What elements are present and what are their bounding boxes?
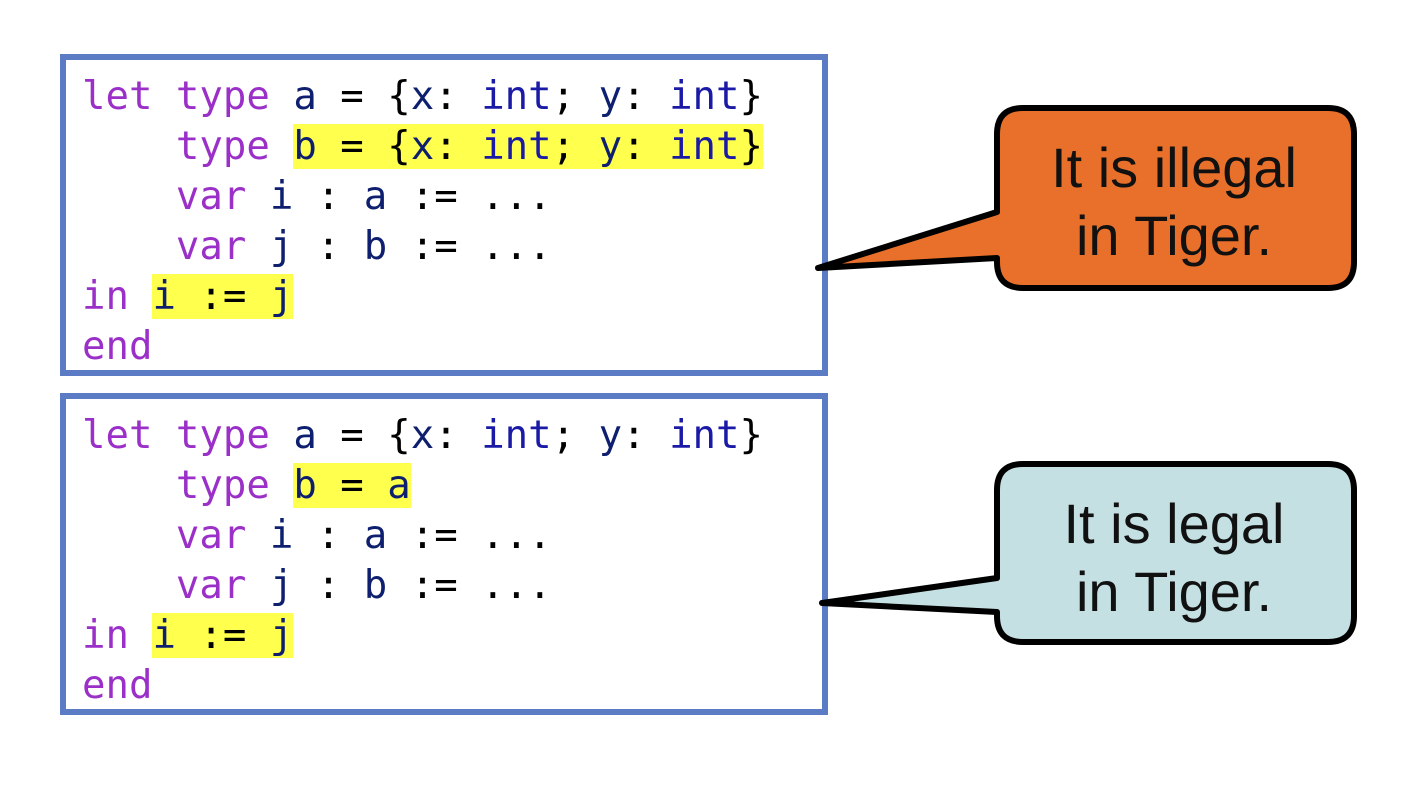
highlighted-token: } [739, 124, 763, 169]
callout-line-1: It is legal [1063, 492, 1285, 555]
code-token: type [175, 124, 294, 169]
code-line: in i := j [82, 272, 763, 322]
highlighted-token: int [669, 124, 740, 169]
code-token: : [293, 513, 364, 558]
code-token: type [175, 463, 294, 508]
code-token: i [269, 174, 294, 219]
code-line: var i : a := ... [82, 511, 763, 561]
code-token: int [669, 413, 740, 458]
code-token: b [363, 563, 388, 608]
code-token: j [269, 224, 294, 269]
code-token: i [269, 513, 294, 558]
highlighted-token: a [387, 463, 411, 508]
code-token: end [82, 663, 153, 708]
code-token: j [269, 563, 294, 608]
code-token: var [175, 563, 270, 608]
highlighted-token: x [410, 124, 435, 169]
code-token: := ... [387, 224, 552, 269]
code-token: int [481, 413, 552, 458]
highlighted-token: int [481, 124, 552, 169]
highlighted-token: b [293, 463, 317, 508]
code-box-legal: let type a = {x: int; y: int} type b = a… [60, 393, 828, 715]
code-token: type [175, 413, 294, 458]
callout-line-2: in Tiger. [1075, 204, 1273, 267]
code-token: } [739, 413, 763, 458]
code-line: end [82, 661, 763, 711]
code-token: = { [316, 74, 411, 119]
code-token [82, 513, 176, 558]
code-token: : [293, 174, 364, 219]
code-token: int [481, 74, 552, 119]
highlighted-token: j [269, 274, 294, 319]
code-snippet-illegal: let type a = {x: int; y: int} type b = {… [82, 72, 763, 372]
code-token: b [363, 224, 388, 269]
code-token: a [363, 513, 388, 558]
highlighted-token: b [293, 124, 317, 169]
code-token: : [622, 74, 670, 119]
code-token: a [293, 74, 317, 119]
highlighted-token: = [316, 463, 388, 508]
code-token: y [598, 74, 623, 119]
highlighted-token: : [622, 124, 670, 169]
code-token [82, 224, 176, 269]
code-line: type b = a [82, 461, 763, 511]
highlighted-token: i [152, 274, 176, 319]
highlighted-token: := [175, 274, 270, 319]
code-token: x [410, 413, 435, 458]
code-line: in i := j [82, 611, 763, 661]
highlighted-token: y [598, 124, 623, 169]
code-token: } [739, 74, 763, 119]
code-line: let type a = {x: int; y: int} [82, 72, 763, 122]
code-line: end [82, 322, 763, 372]
code-token: type [175, 74, 294, 119]
code-token: := ... [387, 513, 552, 558]
code-token: int [669, 74, 740, 119]
code-token: x [410, 74, 435, 119]
code-token: : [293, 563, 364, 608]
code-token: var [175, 224, 270, 269]
code-line: var j : b := ... [82, 561, 763, 611]
code-token: : [293, 224, 364, 269]
code-token [82, 563, 176, 608]
code-token: ; [551, 413, 599, 458]
code-token: var [175, 174, 270, 219]
highlighted-token: i [152, 613, 176, 658]
code-line: let type a = {x: int; y: int} [82, 411, 763, 461]
highlighted-token: := [175, 613, 270, 658]
callout-line-2: in Tiger. [1075, 560, 1273, 623]
callout-line-1: It is illegal [1051, 136, 1297, 199]
code-token: in [82, 274, 153, 319]
code-token: y [598, 413, 623, 458]
code-token: let [82, 413, 176, 458]
code-box-illegal: let type a = {x: int; y: int} type b = {… [60, 54, 828, 376]
code-token: := ... [387, 563, 552, 608]
code-token: := ... [387, 174, 552, 219]
code-token: = { [316, 413, 411, 458]
code-token: : [434, 413, 482, 458]
code-token [82, 124, 176, 169]
code-token: var [175, 513, 270, 558]
code-snippet-legal: let type a = {x: int; y: int} type b = a… [82, 411, 763, 711]
code-token [82, 174, 176, 219]
code-line: var i : a := ... [82, 172, 763, 222]
code-line: var j : b := ... [82, 222, 763, 272]
code-token: ; [551, 74, 599, 119]
callout-text-legal: It is legal in Tiger. [996, 490, 1352, 626]
highlighted-token: : [434, 124, 482, 169]
code-token: : [622, 413, 670, 458]
code-token: end [82, 324, 153, 369]
highlighted-token: = { [316, 124, 411, 169]
code-token: a [363, 174, 388, 219]
code-token [82, 463, 176, 508]
code-token: a [293, 413, 317, 458]
code-token: in [82, 613, 153, 658]
code-line: type b = {x: int; y: int} [82, 122, 763, 172]
highlighted-token: ; [551, 124, 599, 169]
code-token: : [434, 74, 482, 119]
code-token: let [82, 74, 176, 119]
highlighted-token: j [269, 613, 294, 658]
callout-text-illegal: It is illegal in Tiger. [996, 134, 1352, 270]
